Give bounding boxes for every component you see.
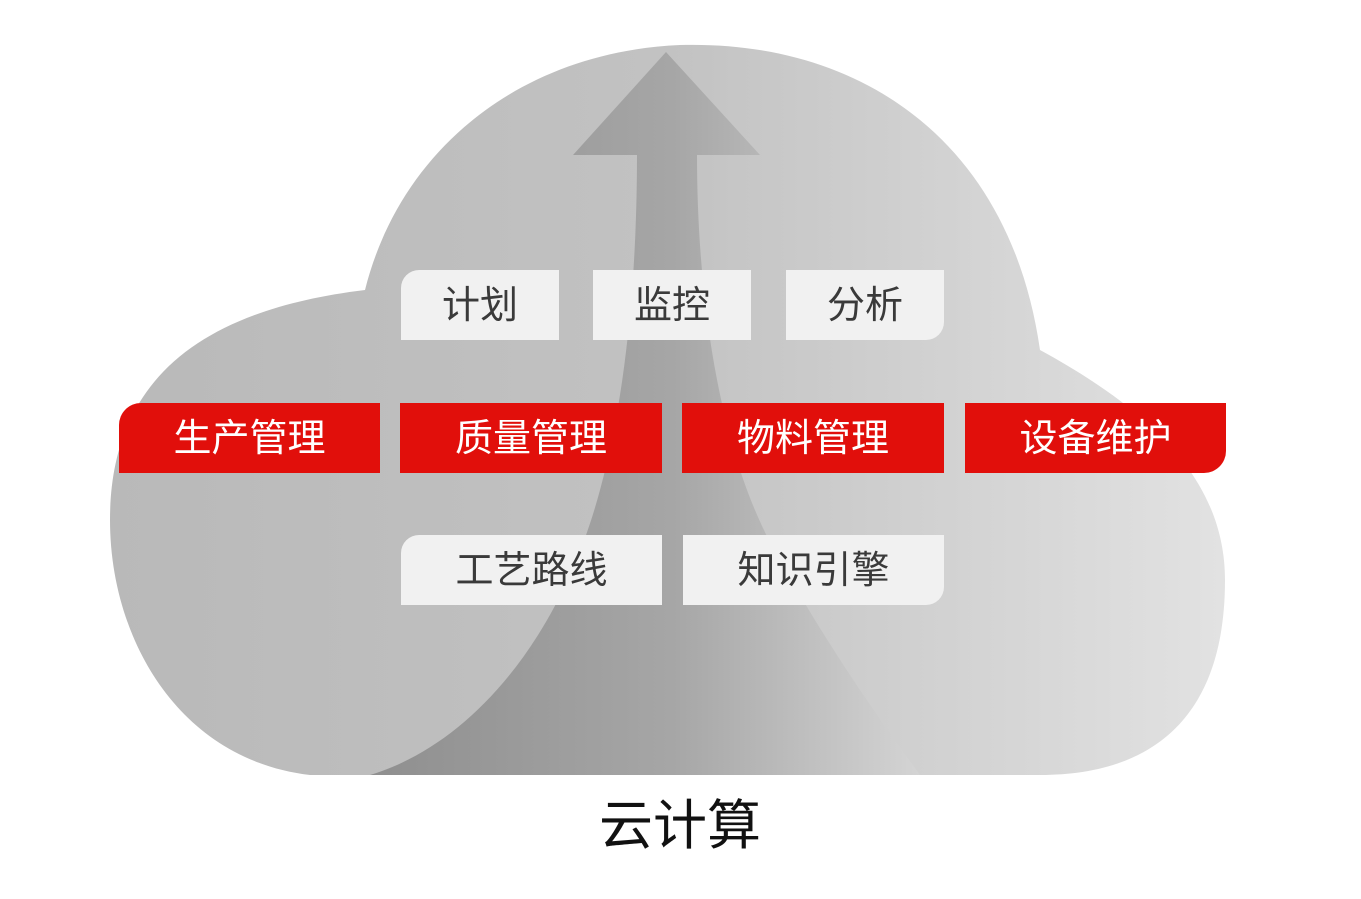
tag-material-management: 物料管理 xyxy=(682,403,944,473)
tag-quality-management: 质量管理 xyxy=(400,403,662,473)
tag-plan: 计划 xyxy=(401,270,559,340)
tag-analysis: 分析 xyxy=(786,270,944,340)
tag-process-route: 工艺路线 xyxy=(401,535,662,605)
tag-monitor: 监控 xyxy=(593,270,751,340)
diagram-caption: 云计算 xyxy=(599,794,761,857)
tag-equipment-maintenance: 设备维护 xyxy=(965,403,1226,473)
tag-knowledge-engine: 知识引擎 xyxy=(683,535,944,605)
tag-production-management: 生产管理 xyxy=(119,403,380,473)
